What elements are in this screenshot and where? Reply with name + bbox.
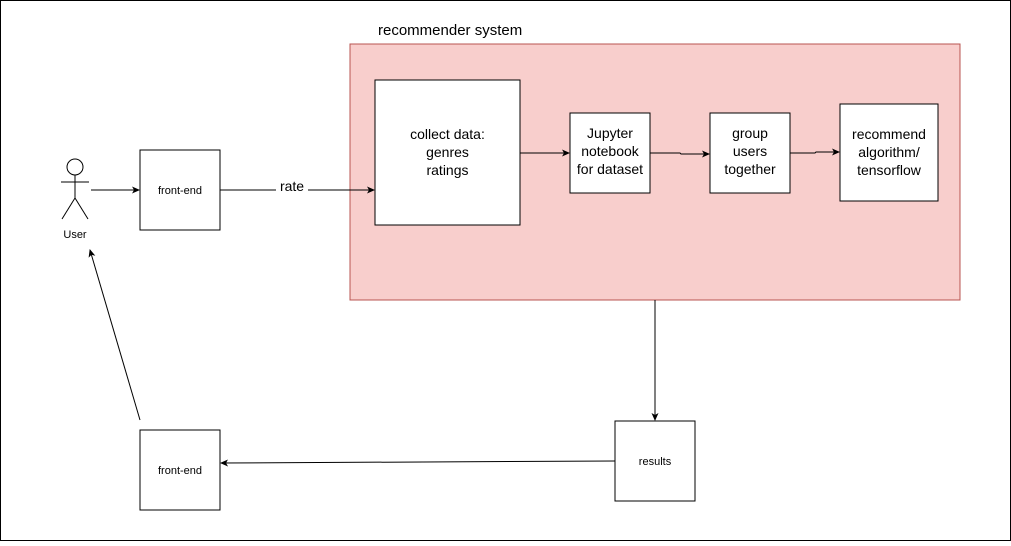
front-end-top-label: front-end xyxy=(158,185,202,197)
edge-results-to-front-end[interactable] xyxy=(220,459,616,467)
edge-jupyter-to-group-users[interactable] xyxy=(650,150,710,158)
collect-data-label-line-1: collect data: xyxy=(410,126,485,142)
jupyter-notebook-box[interactable] xyxy=(569,112,651,194)
front-end-top-box[interactable] xyxy=(139,149,221,231)
collect-data-box[interactable] xyxy=(374,79,521,226)
results-box[interactable] xyxy=(614,420,696,502)
results-label: results xyxy=(639,456,672,468)
collect-data-label-line-2: genres xyxy=(426,144,469,160)
jupyter-label-line-3: for dataset xyxy=(577,161,643,177)
edge-group-users-to-recommend[interactable] xyxy=(790,148,840,156)
recommender-system-title: recommender system xyxy=(378,22,522,39)
recommend-label-line-2: algorithm/ xyxy=(858,144,920,160)
jupyter-label-line-1: Jupyter xyxy=(587,125,633,141)
edge-front-end-to-user[interactable] xyxy=(88,249,141,421)
user-actor-label: User xyxy=(63,229,87,241)
jupyter-label-line-2: notebook xyxy=(581,143,640,159)
group-users-box[interactable] xyxy=(709,112,791,194)
recommend-label-line-3: tensorflow xyxy=(857,162,922,178)
front-end-bottom-label: front-end xyxy=(158,465,202,477)
collect-data-label-line-3: ratings xyxy=(426,162,468,178)
front-end-bottom-box[interactable] xyxy=(139,429,221,511)
rate-label-background xyxy=(276,179,308,194)
edge-rate-label: rate xyxy=(280,178,304,194)
group-users-label-line-2: users xyxy=(733,143,767,159)
user-actor-icon[interactable] xyxy=(61,158,89,220)
recommend-label-line-1: recommend xyxy=(852,126,926,142)
group-users-label-line-3: together xyxy=(724,161,776,177)
group-users-label-line-1: group xyxy=(732,125,768,141)
recommend-algorithm-box[interactable] xyxy=(839,103,939,202)
